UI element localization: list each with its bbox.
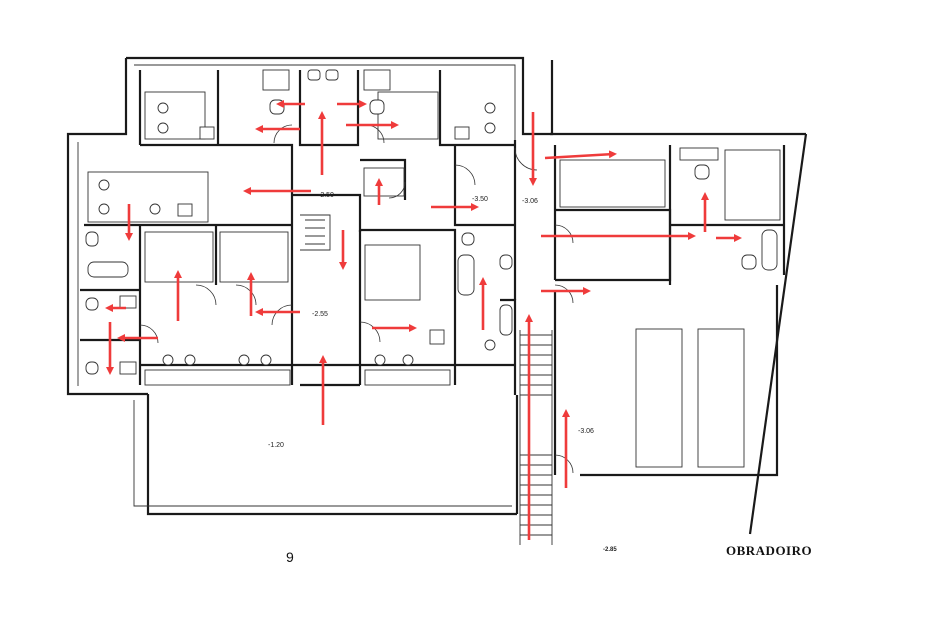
stair-level-mark: -2.85	[603, 547, 617, 553]
level-labels: -2.50 -3.50 -3.06 -2.55 -1.20 -3.06	[268, 192, 594, 449]
level-upper-hall: -2.50	[318, 192, 334, 199]
exterior-walls	[66, 56, 808, 535]
page-number: 9	[286, 549, 294, 565]
level-lower-hall: -2.55	[312, 311, 328, 318]
circulation-arrows	[105, 100, 742, 540]
level-terrace: -1.20	[268, 442, 284, 449]
level-right-hall: -3.50	[472, 196, 488, 203]
plan-caption: OBRADOIRO	[726, 543, 813, 558]
level-corridor: -3.06	[522, 198, 538, 205]
interior-walls	[80, 70, 786, 475]
level-yard: -3.06	[578, 428, 594, 435]
interior-details	[87, 91, 781, 545]
bathroom-fixtures	[85, 69, 778, 375]
